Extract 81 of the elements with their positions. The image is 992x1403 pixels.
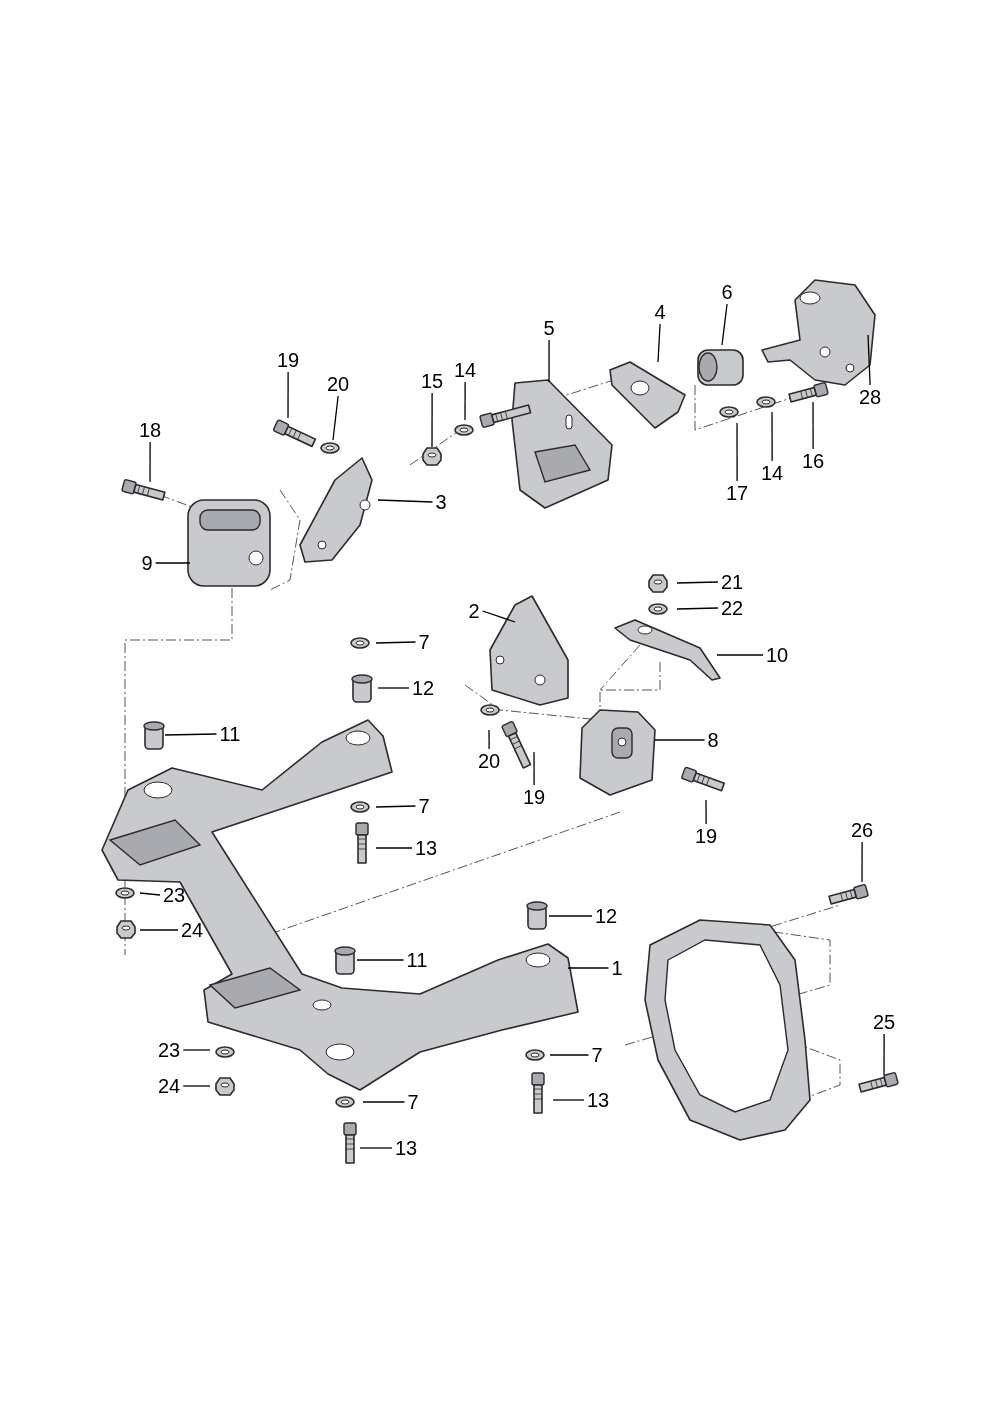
callout-number: 7 <box>417 631 431 653</box>
callout-number: 11 <box>218 723 242 745</box>
leader-line <box>721 303 728 346</box>
callout-number: 15 <box>420 370 445 392</box>
leader-line <box>676 581 719 584</box>
callout-number: 19 <box>522 786 547 808</box>
callout-number: 14 <box>453 359 478 381</box>
callout-number: 12 <box>594 905 619 927</box>
callout-number: 25 <box>872 1011 897 1033</box>
leader-line <box>377 687 410 689</box>
hex-nut-drawing <box>422 447 442 466</box>
callout-number: 28 <box>858 386 883 408</box>
leader-line <box>359 1147 393 1149</box>
leader-line <box>375 641 417 644</box>
leader-line <box>139 892 161 896</box>
callout-number: 19 <box>694 825 719 847</box>
leader-line <box>676 607 719 610</box>
leader-line <box>149 441 151 483</box>
callout-number: 11 <box>405 949 429 971</box>
callout-number: 10 <box>765 644 790 666</box>
leader-line <box>736 422 738 482</box>
leader-line <box>464 381 466 421</box>
leader-line <box>155 562 191 564</box>
leader-line <box>552 1099 585 1101</box>
callout-number: 21 <box>720 571 745 593</box>
callout-number: 14 <box>760 462 785 484</box>
leader-line <box>716 654 764 656</box>
callout-number: 12 <box>411 677 436 699</box>
callout-number: 20 <box>326 373 351 395</box>
leader-line <box>549 1054 590 1056</box>
leader-line <box>567 967 610 969</box>
leader-line <box>482 610 516 623</box>
callout-number: 23 <box>162 884 187 906</box>
leader-line <box>548 339 550 383</box>
callout-number: 6 <box>720 281 734 303</box>
leader-line <box>356 959 405 961</box>
callout-number: 3 <box>434 491 448 513</box>
leader-line <box>182 1085 211 1087</box>
leader-line <box>533 751 535 786</box>
leader-line <box>431 392 433 448</box>
leader-line <box>771 411 773 462</box>
callout-number: 16 <box>801 450 826 472</box>
callout-number: 2 <box>467 600 481 622</box>
leader-line <box>287 371 289 419</box>
leader-line <box>812 401 814 450</box>
leader-line <box>883 1033 885 1076</box>
leader-line <box>377 499 434 503</box>
callout-number: 19 <box>276 349 301 371</box>
callout-number: 26 <box>850 819 875 841</box>
callout-number: 13 <box>586 1089 611 1111</box>
callout-number: 20 <box>477 750 502 772</box>
callout-number: 13 <box>394 1137 419 1159</box>
leader-line <box>861 841 863 883</box>
callout-number: 18 <box>138 419 163 441</box>
leader-line <box>332 395 339 441</box>
leader-line <box>654 739 706 741</box>
callout-number: 9 <box>140 552 154 574</box>
leader-line <box>182 1049 211 1051</box>
leader-line <box>164 733 218 736</box>
leader-line <box>375 847 413 849</box>
callout-number: 7 <box>417 795 431 817</box>
leader-line <box>705 799 707 825</box>
leader-line <box>657 323 661 363</box>
callout-number: 24 <box>180 919 205 941</box>
callout-number: 13 <box>414 837 439 859</box>
leader-line <box>488 729 490 750</box>
leader-line <box>375 805 417 808</box>
leader-line <box>139 929 179 931</box>
leader-line <box>548 915 593 917</box>
leader-line <box>867 334 871 386</box>
callout-number: 22 <box>720 597 745 619</box>
callout-number: 17 <box>725 482 750 504</box>
callout-number: 7 <box>590 1044 604 1066</box>
callout-number: 1 <box>610 957 624 979</box>
callout-number: 7 <box>406 1091 420 1113</box>
callout-number: 5 <box>542 317 556 339</box>
leader-line <box>362 1101 406 1103</box>
callout-number: 4 <box>653 301 667 323</box>
callout-number: 24 <box>157 1075 182 1097</box>
callout-number: 8 <box>706 729 720 751</box>
callout-number: 23 <box>157 1039 182 1061</box>
